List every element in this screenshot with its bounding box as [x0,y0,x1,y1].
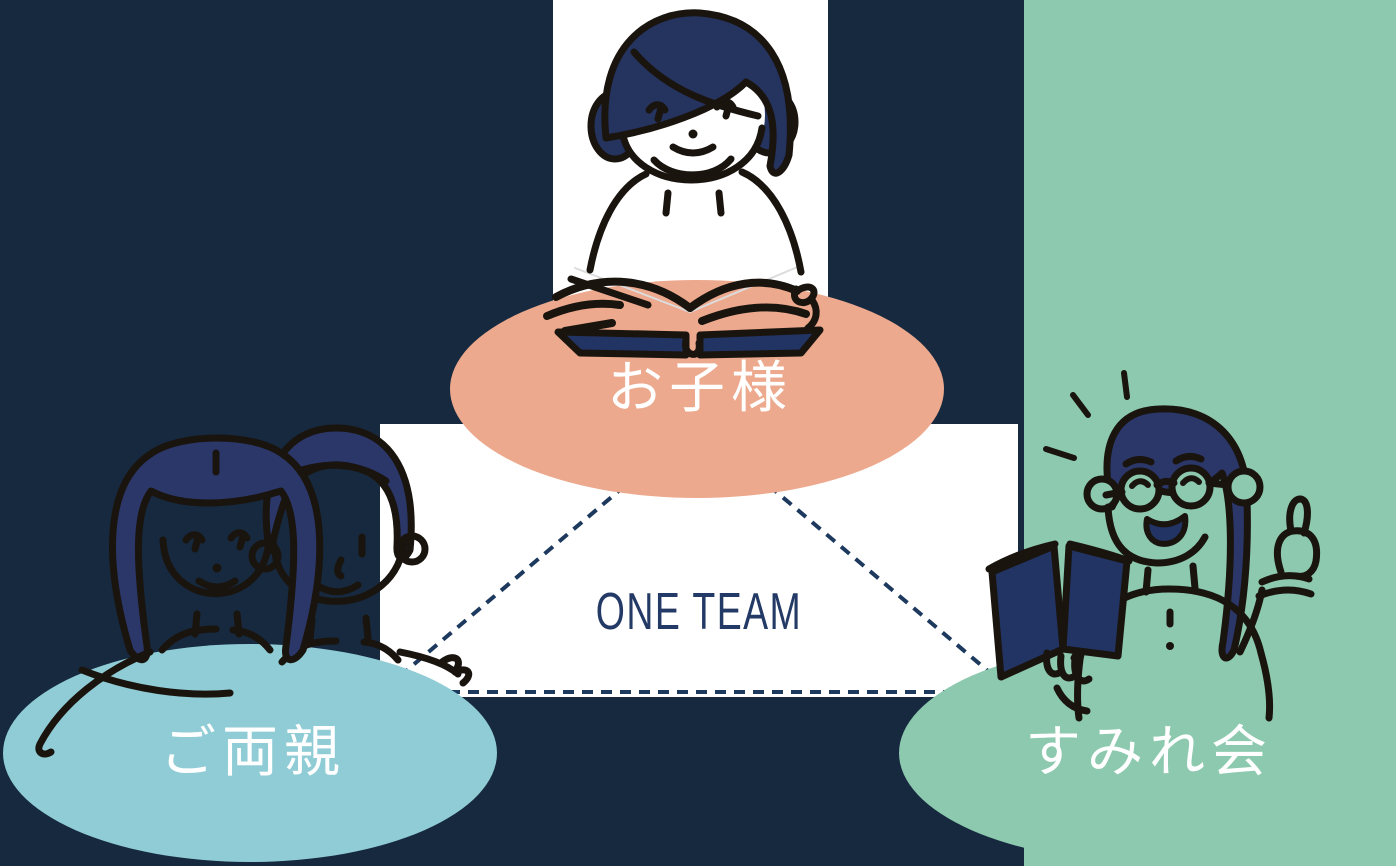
teacher-ear-right [1224,467,1264,507]
teacher-brows [1122,452,1205,468]
father-neck [306,614,372,644]
book-pages-right [686,278,801,312]
organization-node-label: すみれ会 [1025,720,1273,785]
teacher-chin [1104,503,1209,567]
child-collar [650,155,735,179]
parents-node-ellipse: ご両親 [3,644,497,862]
dashed-line-child-organization [752,471,990,673]
mother-hair [109,434,324,664]
book-pages-right2 [698,303,810,325]
book-cover-left [554,328,690,359]
book-page-edge-right [804,296,820,332]
child-smile [669,143,717,157]
child-hair [601,9,794,177]
organization-node-ellipse: すみれ会 [899,644,1393,862]
glasses-right-lens [1168,464,1214,510]
teacher-book-right-page [1059,542,1131,660]
father-chin [270,536,408,605]
child-nose [688,129,698,139]
mother-shoulders [158,625,274,654]
thumbs-up-thumb [1286,495,1311,537]
child-node-label: お子様 [607,356,793,421]
father-hair [262,424,415,562]
father-nose [334,556,345,580]
father-smile [314,581,362,596]
teacher-book-top-edges [985,540,1133,573]
child-bang-sweep [630,48,762,120]
teacher-body-sides [1074,649,1274,722]
child-arm-right [738,168,805,276]
child-eye-left [645,101,669,123]
glasses-left-lens [1117,467,1163,513]
teacher-wrist [1053,684,1091,715]
child-chin [618,124,766,184]
mother-eye-left [182,531,206,553]
mother-chin [159,533,273,598]
emphasis-rays [1043,370,1130,461]
father-hand [438,654,473,687]
one-team-label: ONE TEAM [595,583,803,641]
teacher-with-book-thumbs-up-illustration [985,370,1321,722]
book-pages-left2 [543,299,624,320]
father-hair-sweep [298,461,390,485]
mother-arm-left [35,648,154,758]
mother-eye-right [227,529,251,551]
shirt-button [1166,642,1174,650]
book-spine-hook [682,336,703,358]
mother-smile [195,577,239,591]
child-reading-book-illustration [543,9,824,359]
mother-arm-resting [78,666,234,698]
teacher-hand-fingers [1043,649,1093,685]
teacher-mouth [1143,513,1189,547]
book-pages-left4 [567,275,652,309]
thumbs-up-fist [1274,527,1321,580]
glasses-bridge-temples [1102,477,1232,499]
father-ear-right [395,532,429,566]
child-eye-right [713,98,737,120]
child-neck [662,189,725,217]
parents-node-label: ご両親 [160,720,346,785]
child-node-ellipse: お子様 [450,280,944,498]
teacher-eyes [1129,475,1202,489]
parents-couple-illustration [35,424,473,758]
mother-nose [212,563,222,573]
book-pages-left [552,277,694,312]
book-cover-right [696,326,824,359]
child-arm-left [586,170,650,274]
dashed-line-child-parents [404,471,642,673]
